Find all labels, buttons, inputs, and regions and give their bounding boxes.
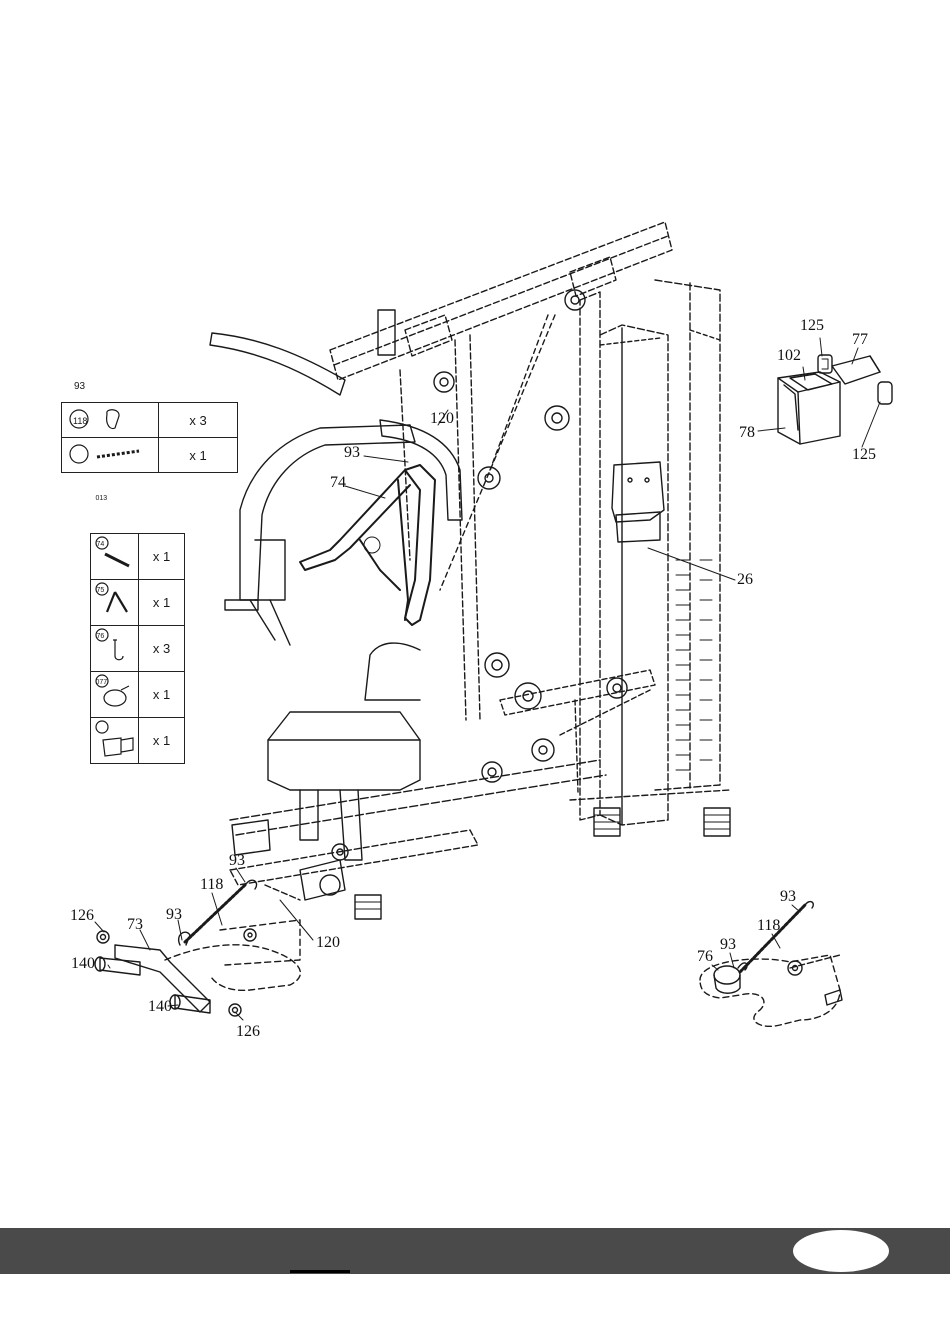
parts-row: 75 x 3 <box>91 626 185 672</box>
parts-row: 93 x 3 <box>62 403 238 438</box>
callout-126-bottom: 126 <box>236 1023 260 1041</box>
hook-icon <box>113 640 123 660</box>
callout-140-bottom: 140 <box>148 998 172 1016</box>
seat-pad <box>268 643 420 860</box>
parts-row: 118 x 1 <box>62 438 238 473</box>
chain-icon <box>97 451 139 457</box>
callout-93-mid: 93 <box>229 852 245 870</box>
leg-extension-assembly <box>95 880 300 1016</box>
part-number: 75 <box>97 587 105 594</box>
callout-93-left: 93 <box>166 906 182 924</box>
callout-125-bottom: 125 <box>852 446 876 464</box>
callout-93-inset: 93 <box>720 936 736 954</box>
quantity-cell: x 1 <box>139 580 185 626</box>
quantity-cell: x 1 <box>139 718 185 764</box>
parts-row: 013 x 1 <box>91 534 185 580</box>
part-number: 077 <box>96 679 108 686</box>
pad-holder-icon <box>103 738 133 756</box>
press-arms <box>210 310 480 720</box>
quantity-cell: x 1 <box>139 672 185 718</box>
page-number-badge <box>793 1230 889 1272</box>
quantity-cell: x 3 <box>159 403 238 438</box>
ankle-strap-icon <box>104 690 126 706</box>
parts-row: 077 x 1 <box>91 718 185 764</box>
lat-bar-handle <box>300 465 435 625</box>
part-number: 74 <box>97 541 105 548</box>
parts-table-accessories: 013 x 1 74 x 1 75 x 3 <box>90 533 185 764</box>
part-number: 013 <box>96 495 108 502</box>
triceps-rope-icon <box>107 592 127 612</box>
callout-73: 73 <box>127 916 143 934</box>
callout-140-left: 140 <box>71 955 95 973</box>
callout-93-inset-top: 93 <box>780 888 796 906</box>
parts-icon-cell: 118 <box>62 438 159 473</box>
callout-120-upper: 120 <box>430 410 454 428</box>
top-frame-beam <box>330 222 672 380</box>
callout-77: 77 <box>852 331 868 349</box>
weight-plates <box>676 560 712 770</box>
callout-74: 74 <box>330 474 346 492</box>
weight-stack-tower <box>570 280 730 836</box>
callout-93-upper: 93 <box>344 444 360 462</box>
quantity-cell: x 1 <box>159 438 238 473</box>
parts-table-hooks: 93 x 3 118 x 1 <box>61 402 238 473</box>
parts-row: 74 x 1 <box>91 580 185 626</box>
callout-76: 76 <box>697 948 713 966</box>
callout-118-left: 118 <box>200 876 223 894</box>
snap-hook-icon <box>107 409 119 428</box>
parts-icon-cell: 077 <box>91 718 139 764</box>
part-number: 93 <box>74 381 85 392</box>
quantity-cell: x 1 <box>139 534 185 580</box>
pad-holder-detail <box>778 355 892 444</box>
callout-118-inset: 118 <box>757 917 780 935</box>
callout-102: 102 <box>777 347 801 365</box>
part-number: 76 <box>97 633 105 640</box>
callout-120-lower: 120 <box>316 934 340 952</box>
callout-26: 26 <box>737 571 753 589</box>
callout-78: 78 <box>739 424 755 442</box>
base-frame <box>230 760 606 919</box>
callout-126-left: 126 <box>70 907 94 925</box>
part-number: 118 <box>73 416 87 426</box>
lat-bar-icon <box>105 554 129 566</box>
callout-125-top: 125 <box>800 317 824 335</box>
footer-tab <box>290 1270 350 1273</box>
quantity-cell: x 3 <box>139 626 185 672</box>
